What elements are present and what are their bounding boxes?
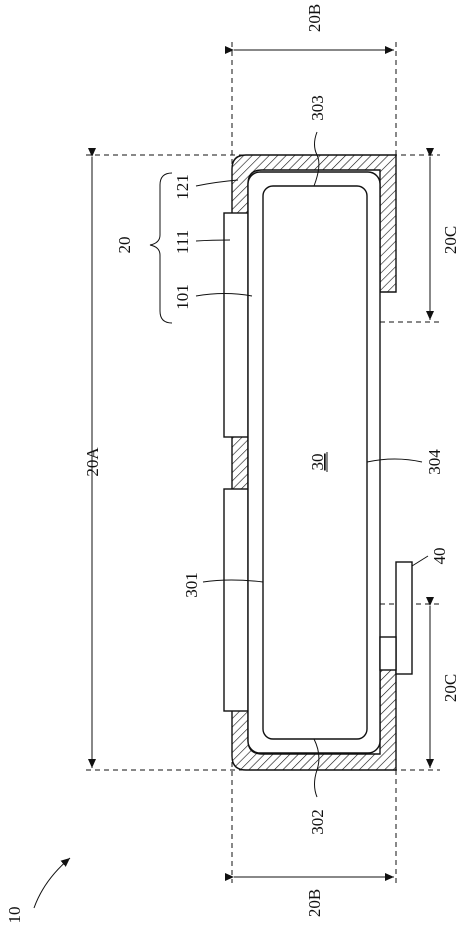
label-20: 20: [115, 237, 134, 254]
label-304: 304: [425, 449, 444, 475]
label-20C-top: 20C: [441, 226, 460, 254]
leader-101: [195, 293, 253, 297]
body-30-outer: [247, 171, 381, 754]
label-20B-bottom: 20B: [305, 889, 324, 917]
dimension-20B-bottom: 20B: [225, 873, 394, 917]
leader-121: [195, 179, 239, 187]
figure-arrow: [33, 857, 71, 909]
label-111: 111: [173, 230, 192, 254]
brace-20: [149, 172, 173, 324]
leader-302: [313, 738, 320, 798]
hatched-layer-121: [231, 154, 397, 771]
part-40-block: [395, 561, 413, 675]
leader-301: [202, 579, 264, 583]
part-40-pad: [379, 636, 397, 671]
label-302: 302: [308, 809, 327, 835]
label-40: 40: [430, 548, 449, 565]
leader-304: [366, 458, 423, 463]
dimension-20C-bottom: 20C: [426, 597, 460, 768]
label-101: 101: [173, 284, 192, 310]
dimension-20A: 20A: [83, 148, 102, 768]
body-30-inner: [262, 185, 368, 740]
dimension-20C-top: 20C: [426, 148, 460, 320]
label-20B-top: 20B: [305, 4, 324, 32]
label-30: 30: [308, 454, 327, 471]
label-figure-10: 10: [5, 907, 24, 924]
label-121: 121: [173, 174, 192, 200]
dimension-20B-top: 20B: [225, 4, 394, 54]
leader-111: [195, 239, 231, 242]
electrode-strip-top: [223, 212, 249, 438]
label-20A: 20A: [83, 447, 102, 477]
label-20C-bottom: 20C: [441, 674, 460, 702]
label-301: 301: [182, 572, 201, 598]
electrode-strip-bottom: [223, 488, 249, 712]
label-303: 303: [308, 95, 327, 121]
leader-303: [313, 131, 320, 187]
